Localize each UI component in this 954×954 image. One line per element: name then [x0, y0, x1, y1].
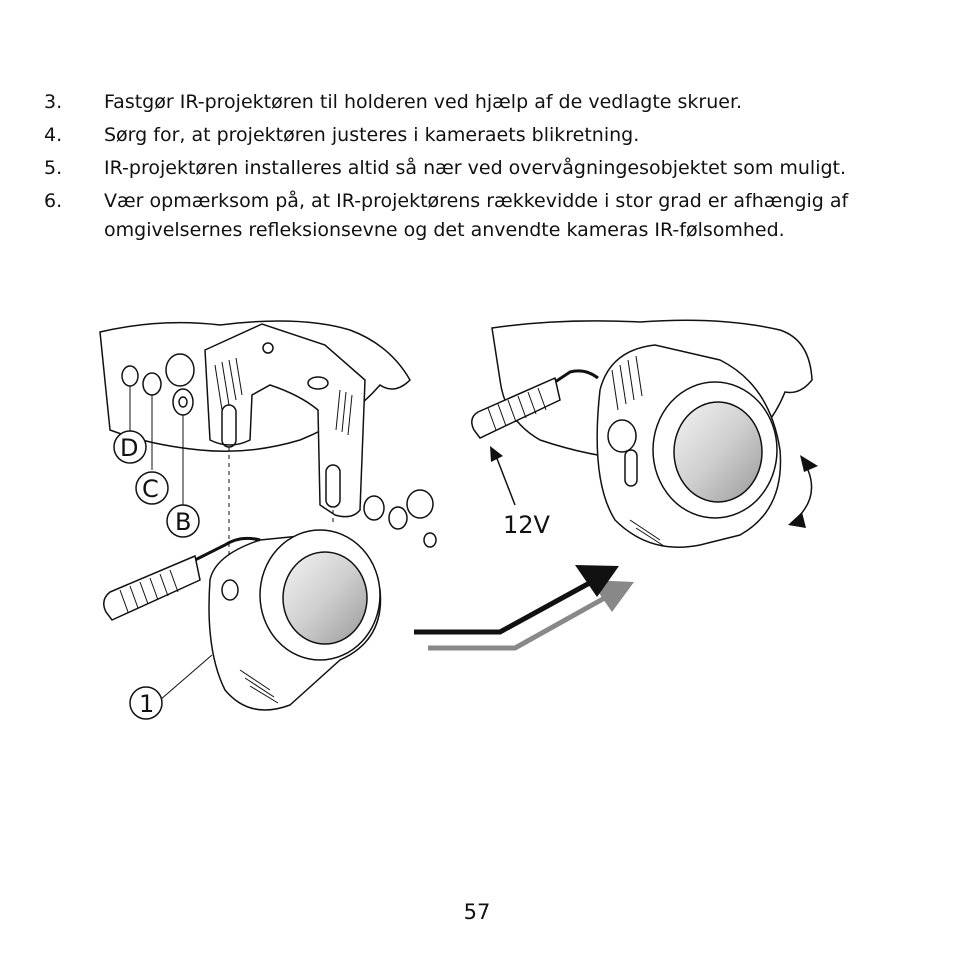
installation-illustration: D C B 1 12V — [99, 319, 818, 720]
page-number: 57 — [463, 900, 491, 924]
power-connector — [103, 554, 201, 621]
instruction-item: 3. Fastgør IR-projektøren til holderen v… — [44, 88, 924, 117]
power-cable — [194, 536, 261, 562]
instruction-number: 5. — [44, 157, 63, 179]
projector-lens — [282, 551, 368, 645]
instruction-text: Vær opmærksom på, at IR-projektørens ræk… — [104, 190, 849, 241]
callout-c: C — [142, 475, 159, 503]
bracket-hole — [262, 342, 274, 354]
knob — [165, 353, 195, 387]
pivot-screw — [307, 376, 329, 390]
projector-mount-hole — [221, 579, 239, 601]
adjust-knob — [607, 419, 637, 453]
instruction-text: Fastgør IR-projektøren til holderen ved … — [104, 91, 743, 113]
instruction-list: 3. Fastgør IR-projektøren til holderen v… — [44, 88, 924, 249]
mounting-bracket — [204, 323, 366, 518]
black-arrow-head — [575, 565, 619, 597]
instruction-number: 3. — [44, 91, 63, 113]
instruction-item: 6. Vær opmærksom på, at IR-projektørens … — [44, 187, 924, 245]
lens — [673, 401, 763, 503]
instruction-item: 5. IR-projektøren installeres altid så n… — [44, 154, 924, 183]
callout-b: B — [175, 508, 191, 536]
instruction-text: IR-projektøren installeres altid så nær … — [104, 157, 847, 179]
transition-arrows — [414, 565, 634, 651]
gray-arrow — [428, 592, 612, 651]
instruction-number: 6. — [44, 190, 63, 212]
callout-1: 1 — [139, 690, 154, 718]
instruction-number: 4. — [44, 124, 63, 146]
bracket-slot — [325, 464, 341, 508]
washer-b-inner — [178, 396, 188, 408]
rotation-arrow — [799, 469, 813, 516]
voltage-label: 12V — [503, 511, 551, 539]
instruction-text: Sørg for, at projektøren justeres i kame… — [104, 124, 640, 146]
instruction-item: 4. Sørg for, at projektøren justeres i k… — [44, 121, 924, 150]
assembled-projector-diagram — [471, 319, 818, 548]
black-arrow — [414, 577, 597, 635]
callout-d: D — [120, 434, 138, 462]
exploded-mount-diagram — [99, 320, 437, 720]
power-cable — [554, 369, 599, 384]
